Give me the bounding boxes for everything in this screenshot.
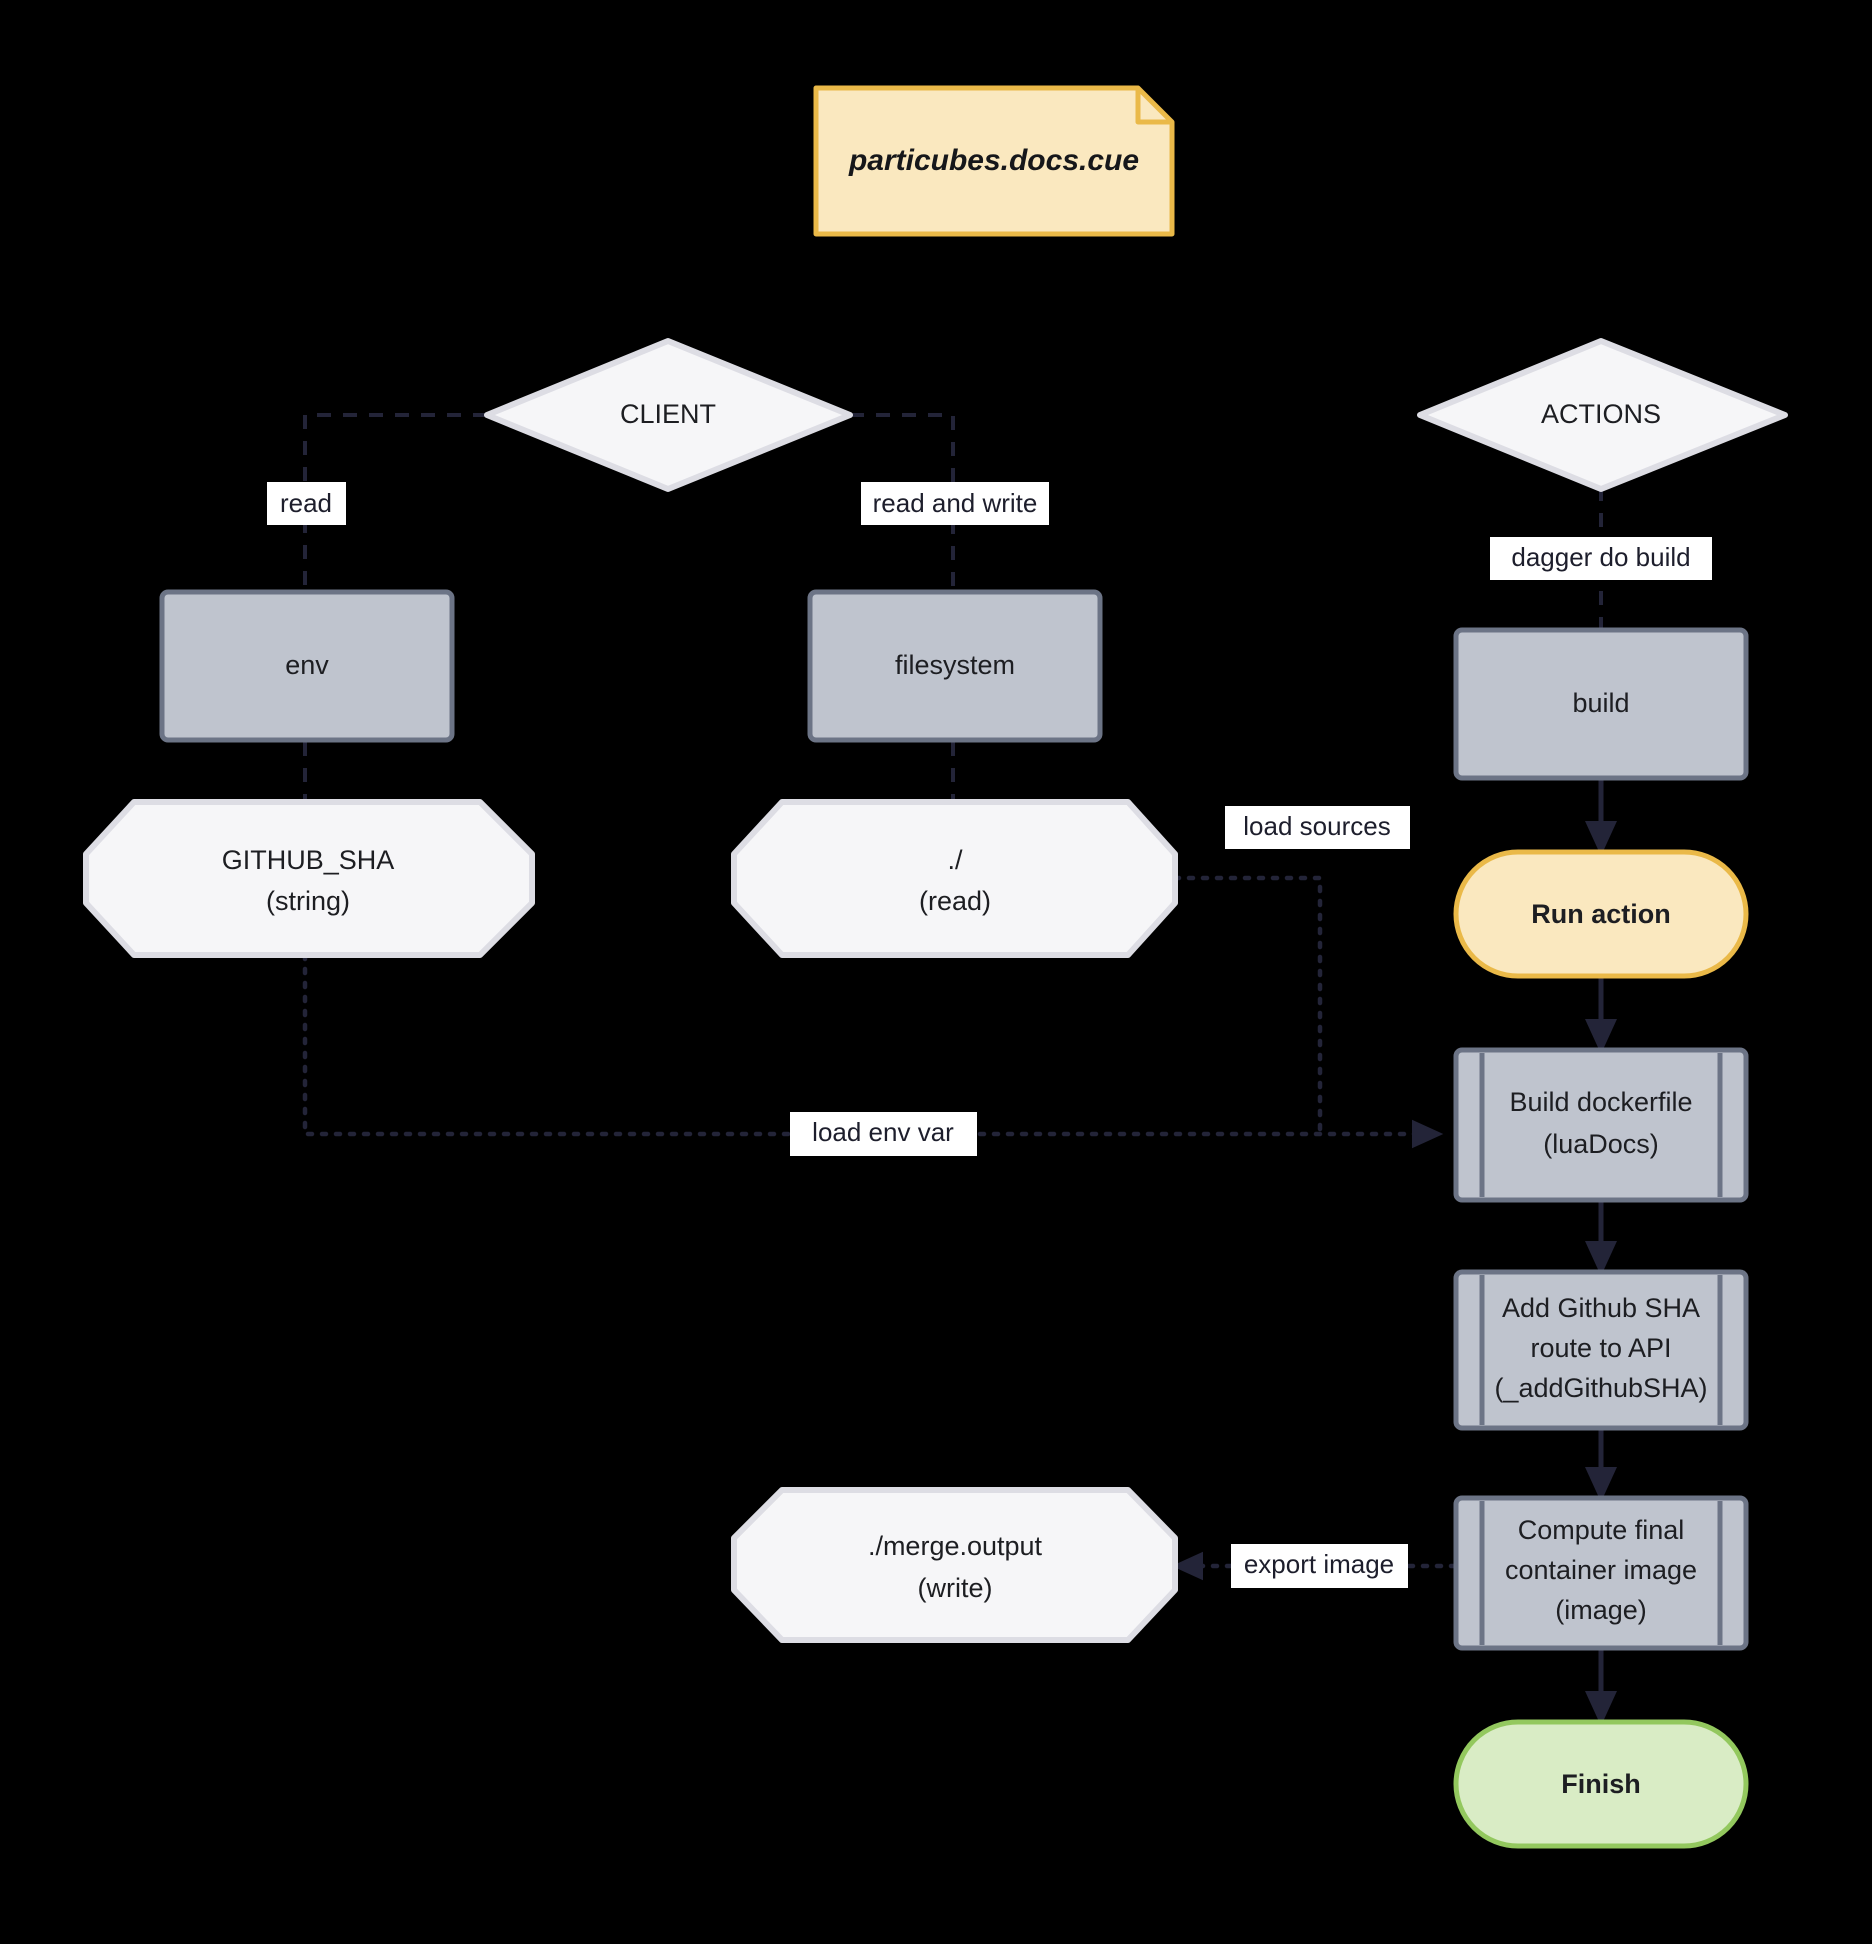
compute-image-label-line3: (image) — [1555, 1595, 1647, 1625]
add-github-sha-label-line3: (_addGithubSHA) — [1494, 1373, 1707, 1403]
build-label: build — [1572, 688, 1629, 718]
edge-label-export-image: export image — [1231, 1544, 1408, 1588]
github-sha-label-line2: (string) — [266, 886, 350, 916]
node-compute-image[interactable]: Compute final container image (image) — [1453, 1495, 1749, 1651]
edge-label-load-env-var: load env var — [790, 1112, 977, 1156]
compute-image-label-line2: container image — [1505, 1555, 1697, 1585]
edge-client-env — [303, 413, 487, 592]
node-add-github-sha[interactable]: Add Github SHA route to API (_addGithubS… — [1453, 1269, 1749, 1431]
note-label: particubes.docs.cue — [848, 144, 1139, 177]
run-action-label: Run action — [1531, 899, 1671, 929]
node-dot-read[interactable]: ./ (read) — [731, 799, 1178, 958]
edge-label-read-and-write: read and write — [861, 482, 1049, 525]
client-label: CLIENT — [620, 399, 716, 429]
node-run-action[interactable]: Run action — [1453, 849, 1749, 979]
dot-read-label-line2: (read) — [919, 886, 991, 916]
edge-client-filesystem — [850, 413, 955, 592]
node-particubes-docs-cue[interactable]: particubes.docs.cue — [813, 85, 1175, 237]
edge-label-load-sources-text: load sources — [1243, 811, 1390, 841]
finish-label: Finish — [1561, 1769, 1641, 1799]
node-build-dockerfile[interactable]: Build dockerfile (luaDocs) — [1453, 1047, 1749, 1203]
edge-label-load-sources: load sources — [1225, 806, 1410, 849]
dot-read-label-line1: ./ — [947, 845, 963, 875]
node-filesystem[interactable]: filesystem — [807, 589, 1103, 743]
filesystem-label: filesystem — [895, 650, 1015, 680]
edge-load-sources — [1172, 875, 1323, 1137]
merge-output-label-line2: (write) — [918, 1573, 993, 1603]
env-label: env — [285, 650, 329, 680]
build-dockerfile-label-line1: Build dockerfile — [1509, 1087, 1692, 1117]
build-dockerfile-label-line2: (luaDocs) — [1543, 1129, 1659, 1159]
node-env[interactable]: env — [159, 589, 455, 743]
actions-label: ACTIONS — [1541, 399, 1661, 429]
edge-label-read-text: read — [280, 488, 332, 518]
note-folded-corner-icon — [1135, 88, 1172, 125]
node-finish[interactable]: Finish — [1453, 1719, 1749, 1849]
edge-load-env-var — [302, 952, 1444, 1149]
node-build[interactable]: build — [1453, 627, 1749, 781]
edge-label-load-env-var-text: load env var — [812, 1117, 954, 1147]
add-github-sha-label-line1: Add Github SHA — [1502, 1293, 1700, 1323]
merge-output-label-line1: ./merge.output — [868, 1531, 1043, 1561]
compute-image-label-line1: Compute final — [1518, 1515, 1685, 1545]
edge-label-export-image-text: export image — [1244, 1549, 1394, 1579]
node-client[interactable]: CLIENT — [484, 338, 853, 492]
edge-label-read: read — [267, 482, 346, 525]
node-actions[interactable]: ACTIONS — [1417, 338, 1788, 492]
node-merge-output[interactable]: ./merge.output (write) — [731, 1487, 1178, 1643]
edge-label-dagger-do-build-text: dagger do build — [1511, 542, 1690, 572]
github-sha-label-line1: GITHUB_SHA — [222, 845, 395, 875]
edge-label-dagger-do-build: dagger do build — [1490, 537, 1712, 580]
node-github-sha[interactable]: GITHUB_SHA (string) — [83, 799, 535, 958]
edge-label-read-and-write-text: read and write — [873, 488, 1038, 518]
add-github-sha-label-line2: route to API — [1530, 1333, 1671, 1363]
